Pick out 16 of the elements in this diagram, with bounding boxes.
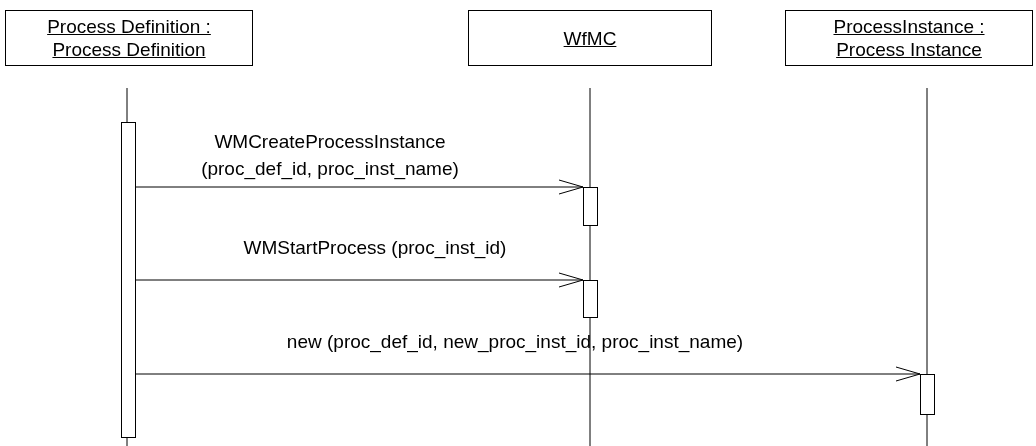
object-box bbox=[5, 10, 253, 66]
message-arrow bbox=[135, 366, 921, 382]
object-box bbox=[468, 10, 712, 66]
message-label: new (proc_def_id, new_proc_inst_id, proc_inst_name) bbox=[285, 330, 745, 355]
object-name: ProcessInstance : Process Instance bbox=[832, 15, 986, 61]
object-name: WfMC bbox=[562, 26, 618, 50]
message-arrow bbox=[135, 272, 584, 288]
activation-bar bbox=[920, 374, 935, 415]
message-arrow bbox=[135, 179, 584, 195]
object-name: Process Definition : Process Definition bbox=[46, 15, 212, 61]
message-label: WMStartProcess (proc_inst_id) bbox=[242, 236, 508, 261]
activation-bar bbox=[583, 187, 598, 226]
message-label: WMCreateProcessInstance (proc_def_id, proc_inst_name) bbox=[200, 130, 460, 182]
activation-bar bbox=[121, 122, 136, 438]
object-box bbox=[785, 10, 1033, 66]
activation-bar bbox=[583, 280, 598, 318]
